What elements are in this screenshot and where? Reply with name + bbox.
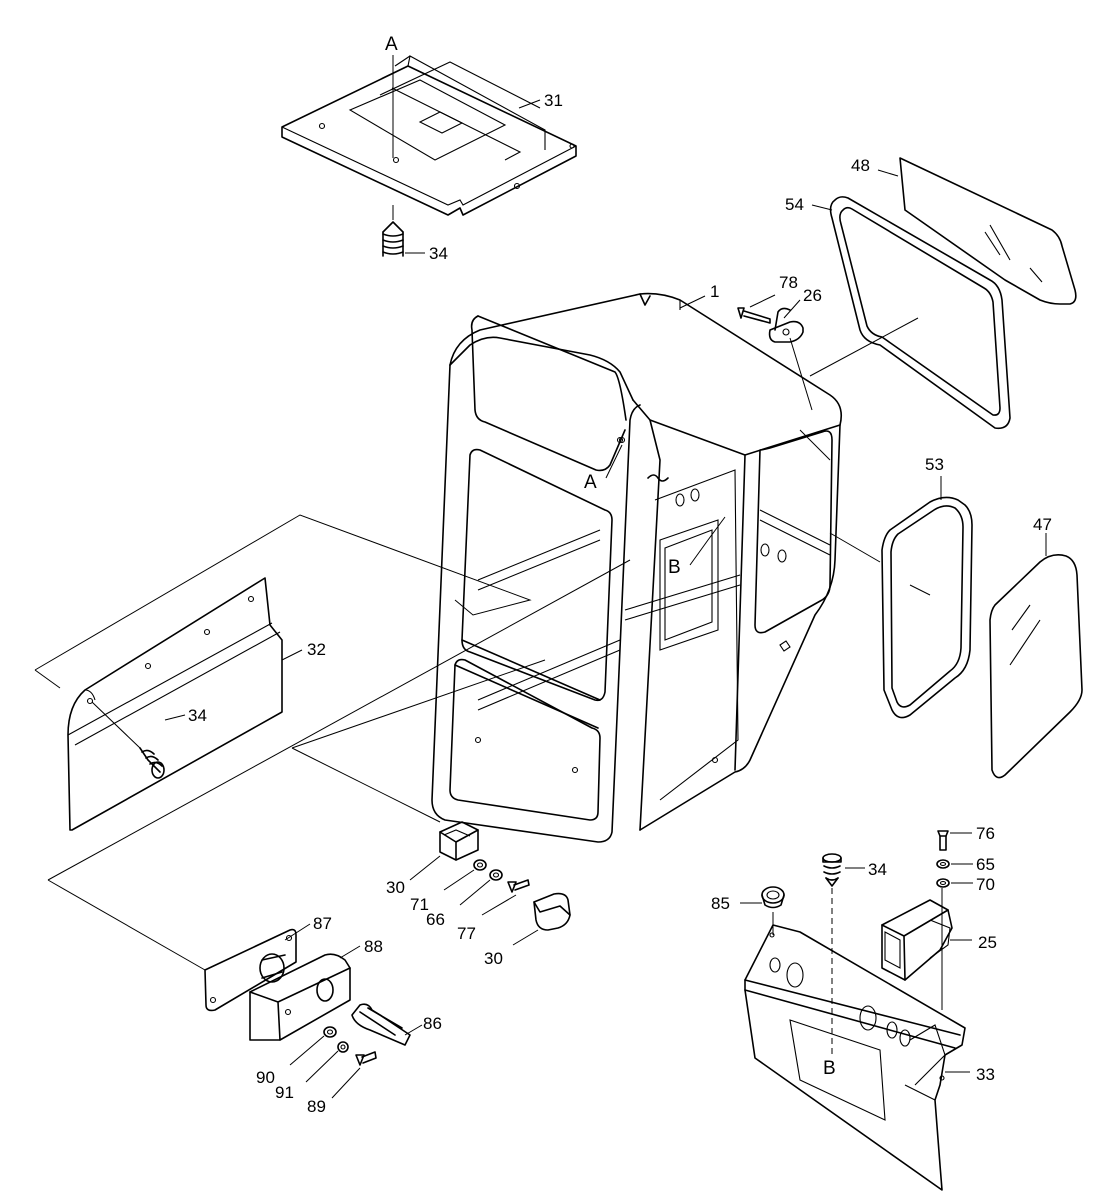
label-88: 88 — [364, 937, 383, 956]
label-33: 33 — [976, 1065, 995, 1084]
label-77: 77 — [457, 924, 476, 943]
grommet-85 — [740, 886, 785, 935]
bracket-30-upper — [409, 821, 479, 881]
label-66: 66 — [426, 910, 445, 929]
label-26: 26 — [803, 286, 822, 305]
bolt-89 — [331, 1051, 377, 1099]
spring-cushion-34-top — [382, 205, 425, 257]
label-30-lower: 30 — [484, 949, 503, 968]
label-25: 25 — [978, 933, 997, 952]
washer-70 — [936, 878, 973, 888]
label-54: 54 — [785, 195, 804, 214]
washer-65 — [936, 859, 973, 869]
washer-71 — [443, 859, 487, 891]
housing-88 — [249, 945, 361, 1041]
label-47: 47 — [1033, 515, 1052, 534]
label-48: 48 — [851, 156, 870, 175]
box-25 — [881, 888, 972, 1010]
reference-b-on-cab — [689, 516, 726, 566]
lower-panel-33 — [744, 924, 970, 1191]
label-30-upper: 30 — [386, 878, 405, 897]
bolt-76 — [937, 830, 972, 851]
label-31: 31 — [544, 91, 563, 110]
bracket-26 — [768, 299, 831, 461]
reference-b-cab: B — [668, 557, 681, 578]
label-89: 89 — [307, 1097, 326, 1116]
label-86: 86 — [423, 1014, 442, 1033]
label-34-right: 34 — [868, 860, 887, 879]
assembly-lines — [47, 559, 631, 971]
label-71: 71 — [410, 895, 429, 914]
spring-cushion-34-right — [822, 853, 865, 1055]
window-glass-48 — [877, 157, 1077, 305]
washer-90 — [289, 1026, 337, 1066]
side-window-seal-53 — [829, 476, 973, 719]
label-91: 91 — [275, 1083, 294, 1102]
bolt-77 — [481, 879, 530, 916]
washer-66 — [459, 869, 503, 906]
label-90: 90 — [256, 1068, 275, 1087]
part-labels: 1 25 26 30 30 31 32 33 34 34 34 47 48 53… — [188, 91, 1052, 1116]
label-65: 65 — [976, 855, 995, 874]
reference-b-bottom: B — [823, 1058, 836, 1079]
reference-a-on-cab — [605, 436, 626, 479]
reference-letters: A A B B — [385, 34, 836, 1079]
side-glass-47 — [989, 533, 1083, 779]
label-76: 76 — [976, 824, 995, 843]
window-seal-54 — [809, 196, 1011, 430]
spring-cushion-34-left — [91, 701, 186, 779]
rear-panel-32 — [34, 514, 532, 831]
cab-frame-1 — [431, 292, 843, 843]
label-78: 78 — [779, 273, 798, 292]
floor-plate-31 — [281, 55, 577, 216]
latch-86 — [351, 1003, 423, 1046]
label-32: 32 — [307, 640, 326, 659]
label-70: 70 — [976, 875, 995, 894]
reference-a-cab: A — [584, 472, 597, 493]
label-85: 85 — [711, 894, 730, 913]
plate-87 — [204, 923, 311, 1012]
reference-a-top: A — [385, 34, 398, 55]
label-1: 1 — [710, 282, 719, 301]
label-34-left: 34 — [188, 706, 207, 725]
label-53: 53 — [925, 455, 944, 474]
washer-91 — [305, 1041, 349, 1083]
bracket-30-lower — [512, 892, 571, 946]
label-34-top: 34 — [429, 244, 448, 263]
bolt-78 — [737, 294, 776, 324]
label-87: 87 — [313, 914, 332, 933]
